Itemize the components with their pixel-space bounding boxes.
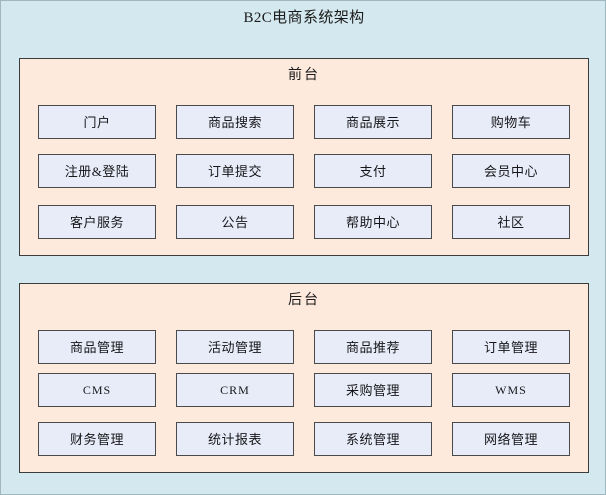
node-frontend-register-login[interactable]: 注册&登陆 (38, 154, 156, 188)
node-frontend-customer-service[interactable]: 客户服务 (38, 205, 156, 239)
frontend-row-2: 注册&登陆 订单提交 支付 会员中心 (20, 154, 588, 188)
panel-frontend-title: 前台 (288, 68, 320, 83)
node-frontend-payment[interactable]: 支付 (314, 154, 432, 188)
node-backend-crm[interactable]: CRM (176, 373, 294, 407)
frontend-row-1: 门户 商品搜索 商品展示 购物车 (20, 105, 588, 139)
node-frontend-help-center[interactable]: 帮助中心 (314, 205, 432, 239)
node-frontend-product-display[interactable]: 商品展示 (314, 105, 432, 139)
node-backend-statistics-report[interactable]: 统计报表 (176, 422, 294, 456)
panel-backend: 后台 商品管理 活动管理 商品推荐 订单管理 CMS CRM 采购管理 WMS … (19, 283, 589, 473)
backend-row-3: 财务管理 统计报表 系统管理 网络管理 (20, 422, 588, 456)
node-backend-wms[interactable]: WMS (452, 373, 570, 407)
node-backend-order-management[interactable]: 订单管理 (452, 330, 570, 364)
node-backend-campaign-management[interactable]: 活动管理 (176, 330, 294, 364)
node-frontend-shopping-cart[interactable]: 购物车 (452, 105, 570, 139)
node-backend-purchase-management[interactable]: 采购管理 (314, 373, 432, 407)
node-frontend-portal[interactable]: 门户 (38, 105, 156, 139)
node-backend-cms[interactable]: CMS (38, 373, 156, 407)
node-backend-product-management[interactable]: 商品管理 (38, 330, 156, 364)
node-backend-product-recommend[interactable]: 商品推荐 (314, 330, 432, 364)
node-backend-finance-management[interactable]: 财务管理 (38, 422, 156, 456)
frontend-row-3: 客户服务 公告 帮助中心 社区 (20, 205, 588, 239)
node-backend-system-management[interactable]: 系统管理 (314, 422, 432, 456)
panel-backend-title: 后台 (288, 293, 320, 308)
panel-frontend: 前台 门户 商品搜索 商品展示 购物车 注册&登陆 订单提交 支付 会员中心 客… (19, 58, 589, 256)
node-frontend-product-search[interactable]: 商品搜索 (176, 105, 294, 139)
node-frontend-order-submit[interactable]: 订单提交 (176, 154, 294, 188)
page-title: B2C电商系统架构 (243, 10, 365, 26)
backend-row-1: 商品管理 活动管理 商品推荐 订单管理 (20, 330, 588, 364)
backend-row-2: CMS CRM 采购管理 WMS (20, 373, 588, 407)
node-frontend-community[interactable]: 社区 (452, 205, 570, 239)
node-frontend-member-center[interactable]: 会员中心 (452, 154, 570, 188)
node-backend-network-management[interactable]: 网络管理 (452, 422, 570, 456)
node-frontend-announcement[interactable]: 公告 (176, 205, 294, 239)
